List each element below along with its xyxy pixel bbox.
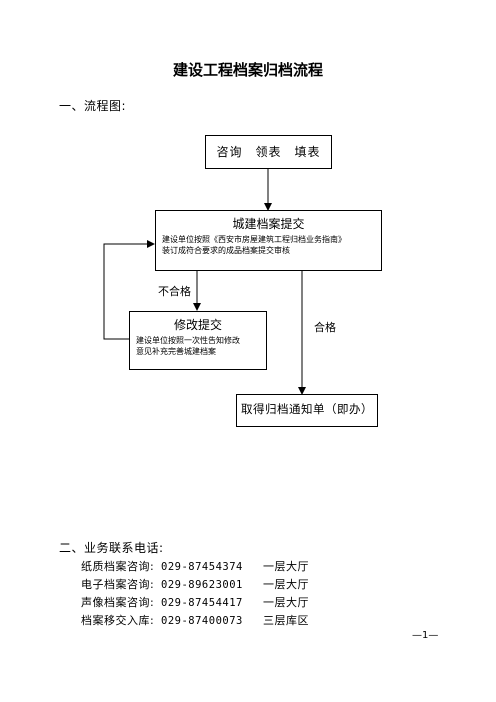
flow-step-submit-line2: 装订成符合要求的成品档案提交审核 (162, 246, 290, 255)
contact-row: 纸质档案咨询: 029-87454374 一层大厅 (81, 558, 309, 574)
flow-step-submit: 城建档案提交 建设单位按照《西安市房屋建筑工程归档业务指南》 装订成符合要求的成… (155, 210, 382, 271)
flow-step-notice: 取得归档通知单（即办） (236, 394, 378, 427)
contact-phone: 029-87454417 (161, 597, 243, 609)
section-flowchart-heading: 一、流程图: (59, 99, 127, 113)
flow-step-revise-line1: 建设单位按照一次性告知修改 (136, 336, 240, 345)
contact-phone: 029-87400073 (161, 615, 243, 627)
page-title: 建设工程档案归档流程 (172, 61, 323, 79)
contact-label: 档案移交入库: (81, 614, 155, 627)
contact-row: 声像档案咨询: 029-87454417 一层大厅 (81, 594, 309, 610)
flow-step-consult-label: 咨询 领表 填表 (216, 145, 321, 159)
contact-row: 电子档案咨询: 029-89623001 一层大厅 (81, 576, 309, 592)
contact-phone: 029-89623001 (161, 579, 243, 591)
contact-location: 一层大厅 (263, 578, 309, 591)
page-number: —1— (412, 630, 439, 641)
contact-location: 一层大厅 (263, 560, 309, 573)
flow-step-submit-line1: 建设单位按照《西安市房屋建筑工程归档业务指南》 (162, 235, 346, 244)
fail-label: 不合格 (158, 285, 191, 298)
contact-label: 声像档案咨询: (81, 596, 155, 609)
section-contacts-heading: 二、业务联系电话: (59, 541, 164, 555)
contact-location: 三层库区 (263, 614, 309, 627)
flow-step-submit-title: 城建档案提交 (232, 217, 305, 231)
contact-label: 纸质档案咨询: (81, 560, 155, 573)
contact-location: 一层大厅 (263, 596, 309, 609)
contact-row: 档案移交入库: 029-87400073 三层库区 (81, 612, 309, 628)
flow-step-revise: 修改提交 建设单位按照一次性告知修改 意见补充完善城建档案 (129, 311, 267, 370)
flow-step-revise-line2: 意见补充完善城建档案 (136, 347, 216, 356)
flow-step-consult: 咨询 领表 填表 (205, 135, 332, 169)
contact-label: 电子档案咨询: (81, 578, 155, 591)
flow-step-revise-title: 修改提交 (173, 318, 222, 332)
flow-step-notice-label: 取得归档通知单（即办） (241, 402, 373, 416)
contact-phone: 029-87454374 (161, 561, 243, 573)
pass-label: 合格 (314, 321, 336, 334)
arrow-step3-back-to-step2 (103, 240, 155, 340)
